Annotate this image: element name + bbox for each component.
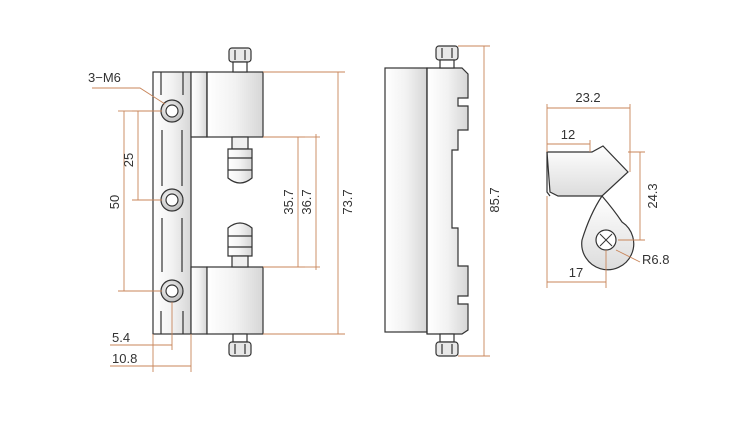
side-view xyxy=(384,45,469,357)
end-profile xyxy=(546,145,629,197)
end-pin-hole xyxy=(595,229,617,251)
knuckle-upper xyxy=(190,71,208,138)
label-spacing: 50 xyxy=(107,195,122,209)
label-pitch: 25 xyxy=(121,153,136,167)
screw-bottom xyxy=(228,333,252,357)
label-side-leaf: 12 xyxy=(561,127,575,142)
label-total-length: 85.7 xyxy=(487,187,502,212)
end-view xyxy=(546,145,635,271)
label-radius: R6.8 xyxy=(642,252,669,267)
pin-upper xyxy=(227,136,253,184)
dimension-lines xyxy=(92,45,645,372)
bolt-hole-middle xyxy=(160,188,184,212)
label-leaf-width: 10.8 xyxy=(112,351,137,366)
bolt-hole-bottom xyxy=(160,279,184,303)
dimension-labels: 3−M6 25 50 5.4 10.8 35.7 36.7 73.7 85.7 … xyxy=(88,70,669,366)
pin-lower xyxy=(227,222,253,268)
label-knuckle-offset: 17 xyxy=(569,265,583,280)
label-pin-gap-inner: 35.7 xyxy=(281,189,296,214)
label-body-length: 73.7 xyxy=(340,189,355,214)
side-screw-bottom xyxy=(435,333,459,357)
label-holes: 3−M6 xyxy=(88,70,121,85)
front-view xyxy=(152,47,264,357)
label-bolt-offset: 5.4 xyxy=(112,330,130,345)
label-side-width: 23.2 xyxy=(575,90,600,105)
label-pin-gap-outer: 36.7 xyxy=(299,189,314,214)
side-screw-top xyxy=(435,45,459,69)
label-side-height: 24.3 xyxy=(645,183,660,208)
screw-top xyxy=(228,47,252,73)
side-leaf xyxy=(426,67,469,335)
knuckle-lower xyxy=(190,266,208,335)
side-body xyxy=(384,67,428,333)
